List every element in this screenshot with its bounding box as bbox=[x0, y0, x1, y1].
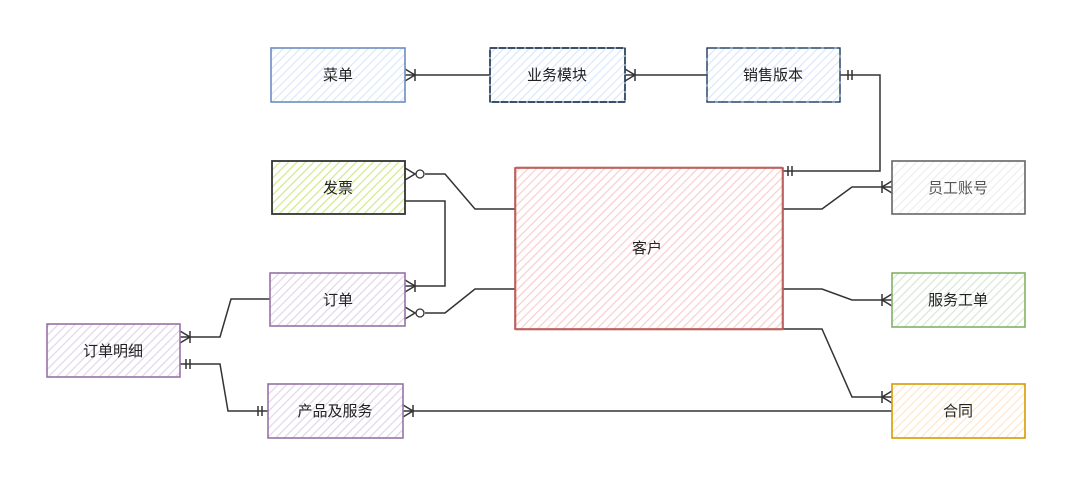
entity-invoice[interactable]: 发票 bbox=[271, 160, 406, 215]
entity-label: 发票 bbox=[323, 179, 353, 197]
one-or-many-marker-icon bbox=[624, 68, 637, 82]
mandatory-one-marker-icon bbox=[257, 406, 263, 416]
connector-customer-order[interactable] bbox=[425, 288, 515, 314]
connector-customer-employee[interactable] bbox=[783, 186, 892, 210]
mandatory-one-marker-icon bbox=[787, 166, 793, 176]
connector-order-orderdetail[interactable] bbox=[180, 298, 270, 338]
connectors bbox=[180, 74, 892, 412]
one-or-many-marker-icon bbox=[880, 293, 893, 307]
one-or-many-marker-icon bbox=[880, 180, 893, 194]
entity-ticket[interactable]: 服务工单 bbox=[891, 272, 1026, 328]
entity-label: 订单明细 bbox=[83, 342, 143, 360]
connector-customer-invoice[interactable] bbox=[425, 173, 515, 210]
entity-label: 菜单 bbox=[323, 66, 353, 84]
one-or-many-marker-icon bbox=[404, 279, 417, 293]
entity-label: 服务工单 bbox=[928, 291, 988, 309]
entity-label: 产品及服务 bbox=[297, 402, 372, 420]
mandatory-one-marker-icon bbox=[185, 359, 191, 369]
connector-orderdetail-product[interactable] bbox=[180, 363, 268, 412]
entity-edition[interactable]: 销售版本 bbox=[706, 47, 841, 103]
connector-edition-customer[interactable] bbox=[783, 74, 881, 172]
cardinality-markers bbox=[179, 68, 893, 418]
entity-label: 销售版本 bbox=[743, 66, 803, 84]
one-or-many-marker-icon bbox=[402, 404, 415, 418]
entity-employee[interactable]: 员工账号 bbox=[891, 160, 1026, 215]
entity-orderdetail[interactable]: 订单明细 bbox=[46, 323, 181, 378]
entity-label: 客户 bbox=[632, 239, 662, 257]
entity-menu[interactable]: 菜单 bbox=[270, 47, 406, 103]
connector-invoice-order[interactable] bbox=[405, 200, 446, 287]
entity-label: 订单 bbox=[323, 291, 353, 309]
connector-customer-contract[interactable] bbox=[783, 328, 892, 398]
mandatory-one-marker-icon bbox=[847, 70, 853, 80]
entity-label: 合同 bbox=[943, 402, 973, 420]
entity-module[interactable]: 业务模块 bbox=[489, 47, 626, 103]
connector-customer-ticket[interactable] bbox=[783, 288, 892, 301]
zero-or-many-marker-icon bbox=[404, 167, 425, 181]
entity-order[interactable]: 订单 bbox=[269, 272, 406, 327]
entity-label: 员工账号 bbox=[928, 179, 988, 197]
one-or-many-marker-icon bbox=[179, 330, 192, 344]
entity-product[interactable]: 产品及服务 bbox=[267, 383, 404, 439]
one-or-many-marker-icon bbox=[404, 68, 417, 82]
zero-or-many-marker-icon bbox=[404, 306, 425, 320]
entity-label: 业务模块 bbox=[527, 66, 587, 84]
one-or-many-marker-icon bbox=[880, 390, 893, 404]
entity-customer[interactable]: 客户 bbox=[514, 166, 784, 331]
entity-contract[interactable]: 合同 bbox=[891, 383, 1026, 439]
